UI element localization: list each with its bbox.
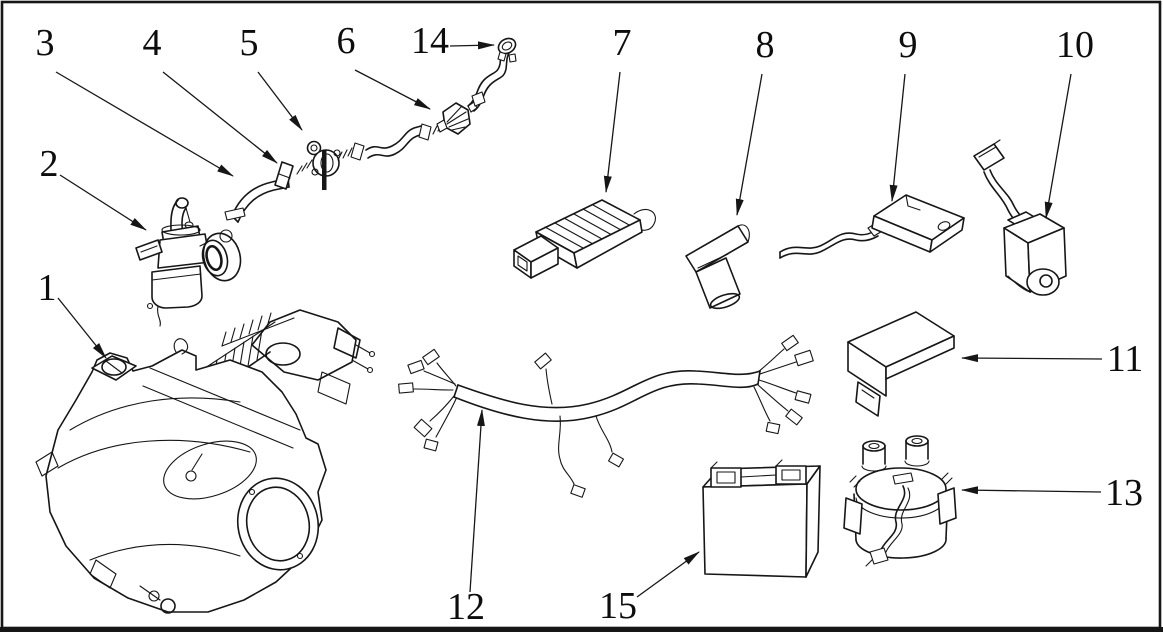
callout-3-label: 3 <box>36 22 55 64</box>
callout-4-label: 4 <box>143 22 162 64</box>
callout-13: 13 <box>961 472 1143 514</box>
callout-8: 8 <box>735 24 775 216</box>
part-fuel-filter <box>436 101 478 135</box>
callout-11: 11 <box>961 338 1144 380</box>
part-hose-clip <box>274 161 294 190</box>
callout-10: 10 <box>1044 24 1094 219</box>
callout-2: 2 <box>40 143 147 231</box>
part-battery <box>702 459 821 578</box>
callout-10-label: 10 <box>1056 24 1094 66</box>
part-wiring-harness <box>398 334 814 498</box>
callout-1: 1 <box>38 267 107 359</box>
callout-12: 12 <box>447 409 485 628</box>
callout-6-label: 6 <box>337 20 356 62</box>
part-carburetor <box>135 197 242 327</box>
oil-filler-cap <box>91 355 137 381</box>
battery-terminal-left <box>710 461 742 488</box>
callout-6: 6 <box>337 20 431 110</box>
part-ignition-coil <box>973 139 1067 296</box>
callout-14-label: 14 <box>411 20 449 62</box>
callouts: 1 2 3 4 5 6 14 7 <box>36 20 1144 628</box>
callout-15-label: 15 <box>599 585 637 627</box>
part-relay-box <box>847 311 955 417</box>
part-fuel-valve-petcock <box>296 140 365 190</box>
part-rubber-elbow-boot <box>685 224 750 310</box>
callout-4: 4 <box>143 22 278 164</box>
callout-13-label: 13 <box>1105 472 1143 514</box>
part-engine-assembly <box>35 309 376 614</box>
part-small-hose-clamp <box>497 37 517 63</box>
callout-7-label: 7 <box>613 22 632 64</box>
part-cdi-unit <box>513 199 656 279</box>
callout-2-label: 2 <box>40 143 59 185</box>
solenoid-terminal-right <box>904 435 930 467</box>
callout-5-label: 5 <box>240 22 259 64</box>
callout-14: 14 <box>411 20 495 62</box>
callout-8-label: 8 <box>756 24 775 66</box>
part-starter-solenoid <box>843 435 957 567</box>
callout-9: 9 <box>889 24 918 202</box>
callout-9-label: 9 <box>899 24 918 66</box>
callout-1-label: 1 <box>38 267 57 309</box>
part-fuel-hose <box>224 177 290 223</box>
solenoid-terminal-left <box>861 440 887 472</box>
callout-5: 5 <box>240 22 303 131</box>
callout-12-label: 12 <box>447 586 485 628</box>
callout-15: 15 <box>599 551 700 627</box>
part-cable-with-bracket <box>779 194 965 259</box>
callout-11-label: 11 <box>1107 338 1144 380</box>
fuel-line-mid-hose <box>365 122 443 159</box>
callout-3: 3 <box>36 22 234 177</box>
battery-terminal-right <box>775 459 807 485</box>
callout-7: 7 <box>603 22 632 193</box>
